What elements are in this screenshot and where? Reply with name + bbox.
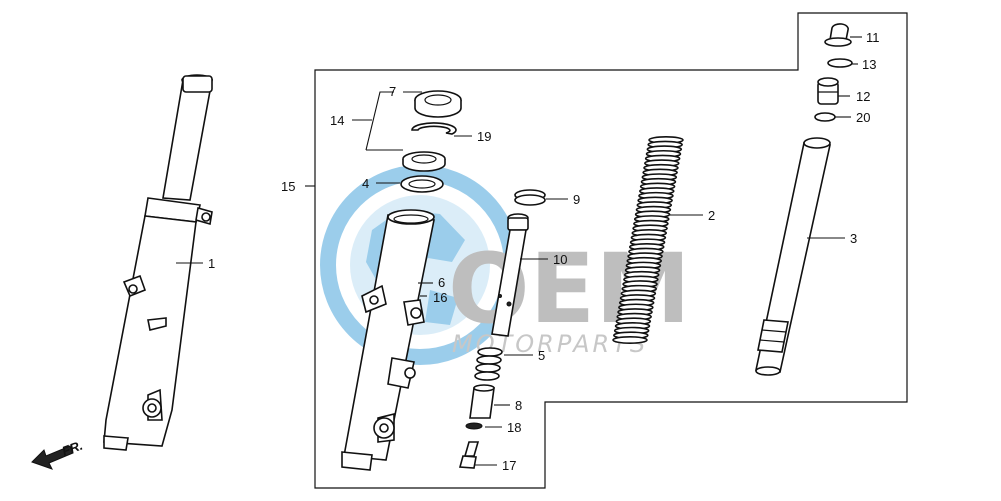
- callout-3: 3: [850, 231, 857, 246]
- part-19-clip: [411, 122, 457, 135]
- spring-coil: [612, 335, 648, 344]
- callout-15: 15: [281, 179, 295, 194]
- callout-14: 14: [330, 113, 344, 128]
- part-5-rebound-spring: [474, 347, 503, 381]
- callouts: 1 2 3 4 5 6 7 8 9 10 11 12 13 14 15 16 1…: [208, 30, 880, 473]
- part-17-bolt: [458, 441, 480, 469]
- callout-2: 2: [708, 208, 715, 223]
- callout-9: 9: [573, 192, 580, 207]
- callout-5: 5: [538, 348, 545, 363]
- part-20-washer: [814, 112, 836, 122]
- callout-1: 1: [208, 256, 215, 271]
- part-7-oil-seal: [414, 90, 462, 118]
- callout-12: 12: [856, 89, 870, 104]
- callout-7: 7: [389, 84, 396, 99]
- part-3-fork-pipe: [755, 137, 831, 376]
- part-9-ring: [514, 189, 546, 206]
- callout-19: 19: [477, 129, 491, 144]
- part-6-fork-slider: [341, 209, 435, 471]
- direction-label: FR.: [60, 438, 85, 459]
- part-12-spring-seat: [817, 77, 839, 105]
- callout-16: 16: [433, 290, 447, 305]
- part-13-o-ring: [827, 58, 853, 68]
- callout-11: 11: [866, 30, 880, 45]
- callout-20: 20: [856, 110, 870, 125]
- assembly-outline: [314, 12, 908, 489]
- part-18-washer: [465, 422, 483, 430]
- part-8-oil-lock-piece: [469, 384, 495, 419]
- part-4-washer: [400, 175, 444, 193]
- leader-lines: [176, 36, 862, 466]
- callout-8: 8: [515, 398, 522, 413]
- callout-6: 6: [438, 275, 445, 290]
- callout-17: 17: [502, 458, 516, 473]
- callout-10: 10: [553, 252, 567, 267]
- part-11-cap-bolt: [824, 23, 852, 47]
- part-2-fork-spring: [612, 136, 684, 344]
- part-1-fork-assembly: [103, 74, 213, 451]
- part-14-dust-seal: [402, 151, 446, 172]
- callout-4: 4: [362, 176, 369, 191]
- part-10-damper-rod: [491, 213, 529, 337]
- callout-13: 13: [862, 57, 876, 72]
- front-direction-arrow-icon: [31, 445, 74, 470]
- callout-18: 18: [507, 420, 521, 435]
